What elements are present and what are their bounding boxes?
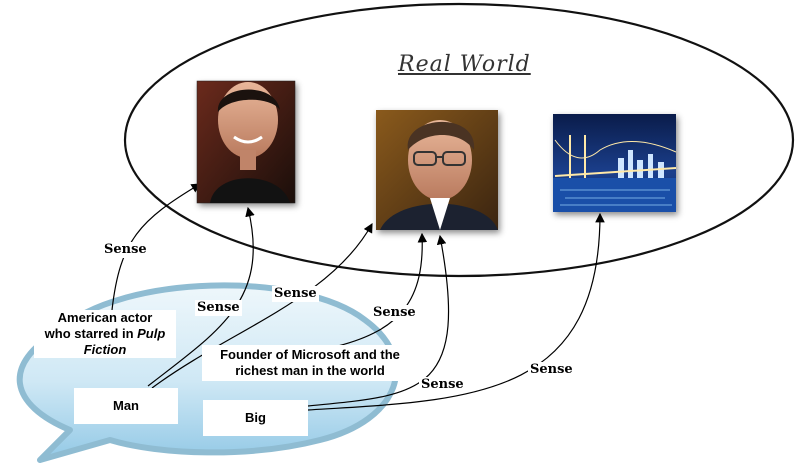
real-world-ellipse [123, 2, 795, 278]
founder-sense-line1: Founder of Microsoft and the [220, 347, 400, 362]
arrow-man-to-founder [151, 222, 373, 389]
actor-sense-line1: American actor [57, 310, 153, 325]
founder-photo-frame [376, 110, 498, 230]
sense-label: Sense [371, 305, 418, 321]
actor-sense-line2-italic: Pulp [137, 326, 166, 341]
sense-label: Sense [528, 362, 575, 378]
real-world-title: Real World [398, 52, 531, 77]
word-big: Big [203, 400, 308, 436]
actor-sense-line2: who starred in Pulp [45, 326, 166, 342]
founder-photo [376, 110, 498, 230]
arrow-actor-text-to-actor [111, 183, 202, 311]
sense-label: Sense [272, 286, 319, 302]
word-man: Man [74, 388, 178, 424]
arrow-big-to-city [307, 212, 605, 411]
sense-label: Sense [102, 242, 149, 258]
founder-sense-box: Founder of Microsoft and the richest man… [202, 345, 418, 381]
sense-label: Sense [419, 377, 466, 393]
arrow-big-to-founder [307, 234, 450, 407]
actor-sense-line3: Fiction [83, 342, 127, 357]
actor-photo-frame [197, 81, 295, 203]
founder-sense-line2: richest man in the world [235, 363, 385, 378]
actor-sense-line2-prefix: who starred in [44, 326, 138, 341]
actor-sense-box: American actor who starred in Pulp Ficti… [34, 310, 176, 358]
city-photo-frame [553, 114, 676, 212]
city-photo [553, 114, 677, 212]
sense-label: Sense [195, 300, 242, 316]
actor-photo [196, 80, 296, 204]
